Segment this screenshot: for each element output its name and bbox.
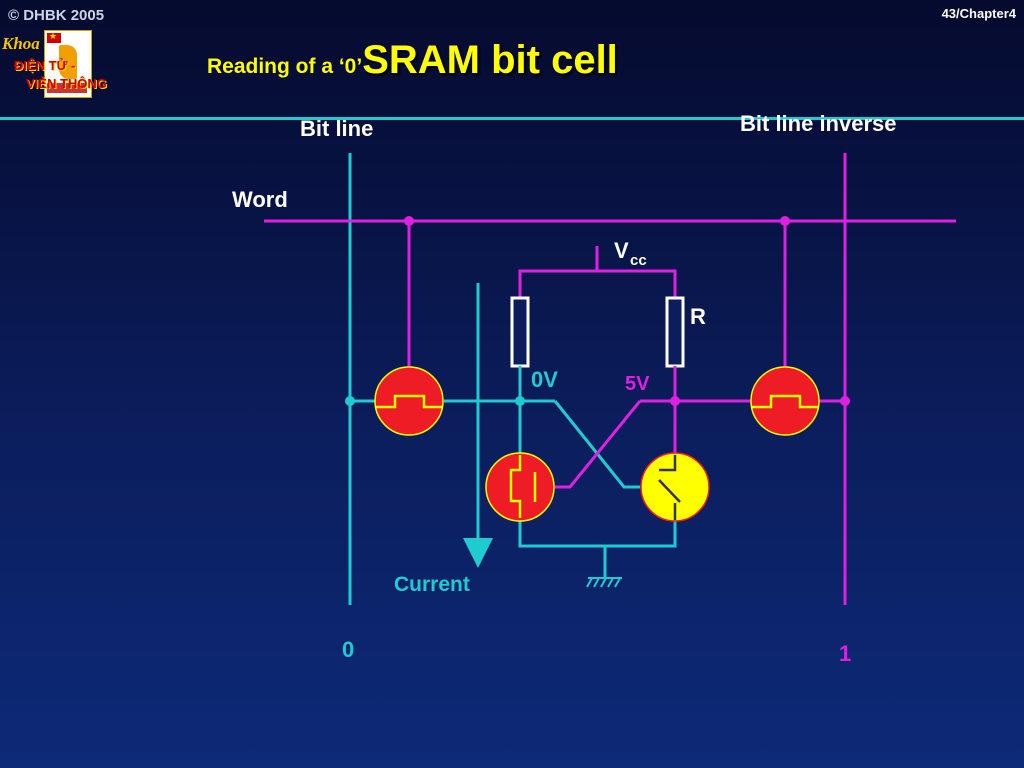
logo-line1: ĐIỆN TỬ -	[14, 58, 76, 73]
right-pulldown-transistor-icon	[640, 452, 710, 522]
bit-line-label: Bit line	[300, 116, 373, 141]
ground-rail	[518, 518, 677, 548]
title-main: SRAM bit cell	[362, 38, 618, 82]
left-access-transistor-icon	[374, 366, 444, 436]
left-node-voltage: 0V	[531, 367, 558, 392]
word-junction-left	[404, 216, 414, 226]
logo-badge-icon: ★	[44, 30, 92, 98]
faculty-logo: Khoa ★ ĐIỆN TỬ - VIỄN THÔNG	[2, 28, 122, 100]
word-label: Word	[232, 187, 288, 212]
ground-icon	[586, 577, 622, 588]
right-resistor	[665, 296, 685, 368]
logo-script-text: Khoa	[2, 34, 40, 53]
slide-title: Reading of a ‘0’SRAM bit cell	[207, 38, 618, 83]
pen-icon	[59, 45, 77, 79]
bit-line-value: 0	[342, 637, 354, 662]
bit-line-junction	[345, 396, 355, 406]
header-divider	[0, 117, 1024, 120]
vcc-label: V	[614, 238, 629, 263]
right-access-transistor-icon	[750, 366, 820, 436]
cross-wire-magenta	[555, 400, 642, 489]
bit-line-inverse-label: Bit line inverse	[740, 111, 897, 136]
title-prefix: Reading of a ‘0’	[207, 55, 363, 78]
flag-icon	[47, 33, 61, 43]
page-number: 43/Chapter4	[941, 6, 1016, 21]
current-label: Current	[394, 573, 470, 596]
star-icon: ★	[49, 31, 58, 41]
left-node-junction	[515, 396, 525, 406]
left-pulldown-transistor-icon	[485, 452, 555, 522]
vcc-subscript: cc	[630, 252, 647, 269]
logo-base-icon	[47, 83, 87, 93]
bit-line-inverse-junction	[840, 396, 850, 406]
right-node-junction	[670, 396, 680, 406]
copyright-text: © DHBK 2005	[8, 7, 105, 24]
resistor-label: R	[690, 304, 706, 329]
bit-line-inverse-value: 1	[839, 641, 851, 666]
right-node-voltage: 5V	[625, 373, 650, 395]
logo-line2: VIỄN THÔNG	[26, 76, 107, 91]
left-resistor	[510, 296, 530, 368]
vcc-rail	[518, 269, 677, 298]
cross-wire-cyan	[553, 400, 640, 489]
word-junction-right	[780, 216, 790, 226]
